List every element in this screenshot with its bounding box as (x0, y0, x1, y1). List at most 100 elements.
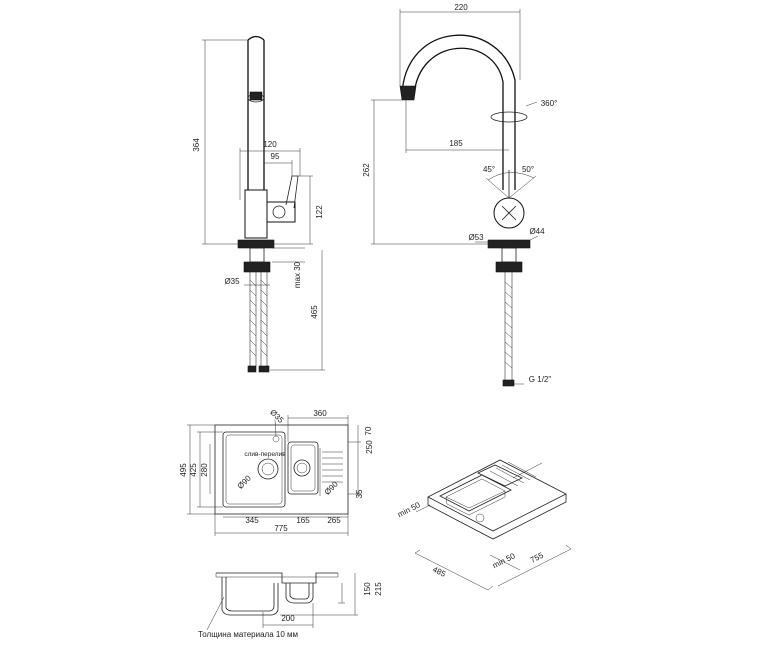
dim-465-lines (270, 250, 325, 371)
main-drain-outer (257, 458, 279, 480)
main-bowl-outer (222, 431, 286, 508)
overflow-hole (272, 435, 280, 443)
dim-150: 150 (363, 582, 372, 596)
thread-size: G 1/2" (529, 375, 552, 384)
dim-95-lines (264, 160, 293, 176)
mounting-stud-front (501, 247, 517, 263)
iso-main-drain (475, 513, 485, 523)
iso-countertop-edge (427, 494, 567, 540)
aerator-insert (249, 91, 263, 101)
dim-220: 220 (454, 3, 468, 12)
supply-hoses (249, 272, 268, 366)
lever-base (266, 201, 296, 223)
dim-165: 165 (296, 516, 310, 525)
lever-angles (485, 175, 537, 199)
main-drain-diameter: Ø90 (236, 473, 253, 490)
iso-min50-bottom-line (489, 554, 521, 571)
angle-50: 50° (522, 165, 534, 174)
dim-262: 262 (362, 163, 371, 177)
dim-364: 364 (192, 138, 201, 152)
swivel-ellipse (490, 111, 528, 123)
dim-d53: Ø53 (468, 233, 484, 242)
iso-main-bowl (439, 474, 512, 512)
lever-handle (285, 175, 299, 209)
material-leader (206, 596, 225, 631)
base-flange-front (487, 239, 531, 249)
section-main-bowl (221, 577, 279, 616)
main-bowl-inner (225, 434, 283, 505)
iso-drainboard (489, 461, 537, 487)
hose-end-front (502, 379, 515, 387)
dim-364-lines (202, 39, 248, 245)
section-rim (215, 573, 339, 578)
dim-d35-overflow: Ø35 (268, 408, 285, 425)
iso-min50-top-line (415, 504, 431, 513)
section-main-bowl-inner (225, 577, 275, 612)
dim-280: 280 (200, 463, 209, 477)
hose-braid (249, 279, 268, 357)
dim-360-plan: 360 (313, 409, 327, 418)
dim-262-lines (371, 99, 488, 245)
mounting-nut (243, 261, 271, 273)
iso-485-lines (414, 549, 494, 591)
mounting-nut-front (495, 261, 523, 273)
dim-360: 360° (541, 99, 558, 108)
small-bowl-inner (290, 444, 316, 492)
iso-drainboard-edge (512, 462, 543, 479)
faucet-front-view: 220 360° 185 262 45° 50° Ø53 Ø44 G 1/2" (362, 3, 558, 387)
spout-arc-inner (413, 47, 504, 190)
dim-150-lines (338, 583, 345, 604)
dim-215-lines (280, 573, 358, 616)
overflow-leader (274, 419, 277, 437)
main-drain-inner (261, 462, 275, 476)
spout-arc-outer (401, 34, 516, 190)
drainboard-grooves (322, 451, 343, 483)
overflow-label: слив-перелив (244, 451, 286, 458)
dim-185: 185 (449, 139, 463, 148)
faucet-body (244, 189, 268, 239)
section-small-bowl (285, 583, 314, 604)
base-flange (237, 239, 275, 249)
sink-plan-view: 360 775 345 165 265 495 425 280 250 70 3… (179, 408, 374, 536)
spout-top (247, 35, 265, 41)
dim-465: 465 (310, 305, 319, 319)
iso-min50-top: min 50 (396, 500, 422, 519)
small-drain-outer (293, 459, 311, 477)
dim-max30: max 30 (293, 261, 302, 288)
dim-775: 775 (274, 524, 288, 533)
hose-end-left (247, 365, 257, 373)
lever-arc (487, 172, 535, 181)
small-drain-inner (296, 462, 308, 474)
section-top-edge (216, 572, 338, 584)
hose-end-right (258, 365, 270, 373)
lever-pivot (272, 205, 286, 219)
dim-d35-side: Ø35 (224, 277, 240, 286)
dim-775-lines (214, 514, 349, 536)
dim-250: 250 (365, 440, 374, 454)
iso-main-bowl-depth (445, 491, 506, 516)
dim-215: 215 (374, 582, 383, 596)
dim-425-lines (197, 431, 223, 508)
section-small-bowl-inner (289, 583, 310, 600)
hose-braid-front (504, 281, 513, 369)
iso-small-bowl (477, 464, 523, 487)
mounting-stud (249, 247, 265, 263)
angle-45: 45° (483, 165, 495, 174)
spout-pipe (247, 40, 265, 190)
dim-495-lines (187, 424, 215, 515)
iso-755: 755 (529, 550, 545, 564)
material-note: Толщина материала 10 мм (198, 630, 298, 639)
dim-d53-d44-leaders (475, 235, 539, 243)
iso-755-lines (497, 544, 572, 587)
dim-265: 265 (327, 516, 341, 525)
sink-isometric-view: min 50 485 min 50 755 (396, 459, 572, 591)
dim-35-plan: 35 (355, 489, 364, 498)
iso-485: 485 (431, 565, 447, 579)
dim-200: 200 (281, 614, 295, 623)
dim-495: 495 (179, 463, 188, 477)
dim-120-lines (239, 148, 301, 200)
dim-200-lines (262, 603, 314, 628)
supply-hose-front (504, 272, 513, 380)
sink-section-view: 150 215 200 Толщина материала 10 мм (198, 572, 383, 639)
dim-185-lines (405, 100, 509, 153)
